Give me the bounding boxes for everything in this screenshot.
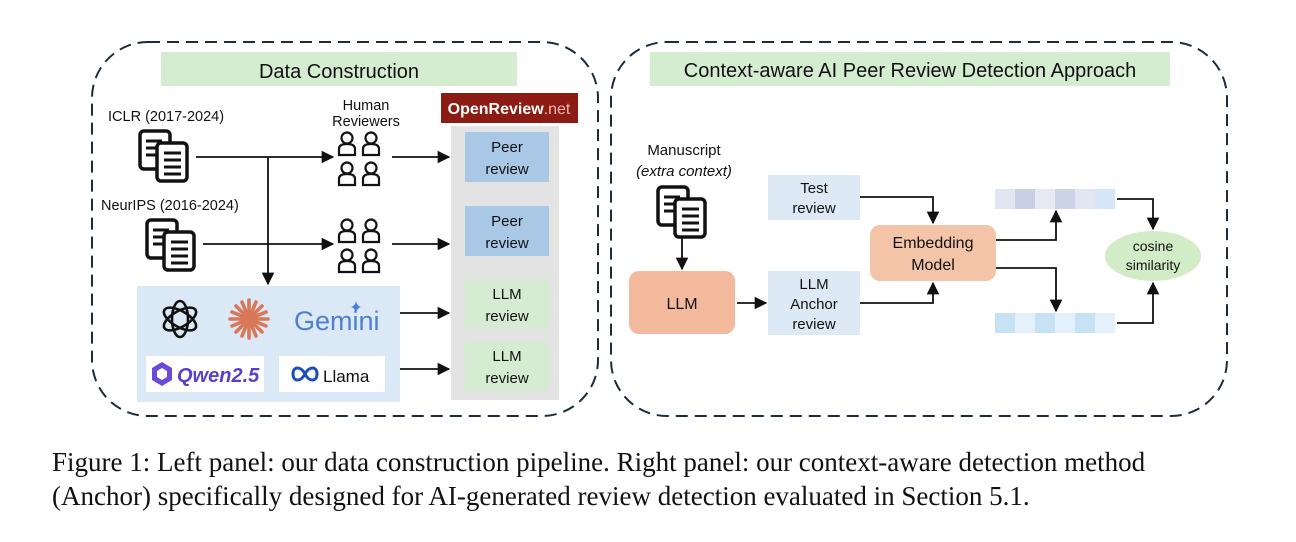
anchor-review-text-1: LLM xyxy=(799,276,828,293)
llm-review-box-1 xyxy=(465,279,549,329)
anchor-review-box xyxy=(768,271,860,335)
qwen-logo: Qwen2.5 xyxy=(177,365,260,387)
openreview-logo: OpenReview.net xyxy=(448,101,571,118)
embedding-model-box xyxy=(870,225,996,281)
peer-review-text-1b: review xyxy=(485,161,529,178)
openai-logo xyxy=(162,299,198,339)
meta-logo-bg xyxy=(279,356,385,392)
embedding-vector-2 xyxy=(995,313,1115,333)
arrow-embedding-to-vector-1 xyxy=(996,209,1063,241)
human-reviewers-label-1: Human xyxy=(343,98,390,114)
cosine-similarity-ellipse xyxy=(1105,231,1201,281)
right-panel-title-bg xyxy=(650,52,1170,86)
llm-review-text-2a: LLM xyxy=(492,348,521,365)
source-label-neurips: NeurIPS (2016-2024) xyxy=(101,198,239,214)
left-panel-title: Data Construction xyxy=(259,61,419,83)
llm-review-text-2b: review xyxy=(485,370,529,387)
left-panel-border xyxy=(91,41,599,417)
embedding-model-text-1: Embedding xyxy=(893,235,974,252)
meta-logo: Llama xyxy=(323,367,370,386)
manuscript-label: Manuscript xyxy=(647,142,721,159)
cosine-similarity-text-1: cosine xyxy=(1133,238,1174,254)
cosine-similarity-text-2: similarity xyxy=(1126,257,1180,273)
peer-review-text-2b: review xyxy=(485,235,529,252)
openreview-logo-suffix: .net xyxy=(544,101,571,118)
right-panel-border xyxy=(610,41,1228,417)
human-reviewers-label-2: Reviewers xyxy=(332,114,400,130)
llm-review-text-1a: LLM xyxy=(492,286,521,303)
gemini-logo: Gemini xyxy=(294,306,380,336)
gemini-star-icon xyxy=(351,301,361,313)
test-review-box xyxy=(768,175,860,220)
claude-logo xyxy=(228,298,270,340)
document-icon-manuscript xyxy=(656,185,707,239)
arrow-vector-2-to-cosine xyxy=(1117,281,1160,324)
caption-line-1: Figure 1: Left panel: our data construct… xyxy=(52,447,1146,477)
document-icon-neurips xyxy=(145,218,196,272)
meta-infinity-icon xyxy=(291,366,319,382)
llm-box xyxy=(629,271,735,334)
embedding-vector-1 xyxy=(995,189,1115,209)
peer-review-box-1 xyxy=(465,132,549,182)
figure-caption: Figure 1: Left panel: our data construct… xyxy=(52,445,1282,513)
human-reviewers-icon-1 xyxy=(339,133,379,186)
llm-box-label: LLM xyxy=(666,296,697,313)
llm-review-box-2 xyxy=(465,341,549,391)
peer-review-text-1a: Peer xyxy=(491,139,523,156)
openreview-logo-bg xyxy=(441,93,578,123)
figure-diagram: Data Construction ICLR (2017-2024) NeurI… xyxy=(91,41,1228,417)
arrow-vector-1-to-cosine xyxy=(1117,198,1160,231)
anchor-review-text-3: review xyxy=(792,316,836,333)
document-icon-iclr xyxy=(138,129,189,183)
human-reviewers-icon-2 xyxy=(339,220,379,273)
test-review-text-2: review xyxy=(792,200,836,217)
embedding-model-text-2: Model xyxy=(911,257,955,274)
openreview-logo-main: OpenReview xyxy=(448,101,545,118)
manuscript-sublabel: (extra context) xyxy=(636,163,732,180)
anchor-review-text-2: Anchor xyxy=(790,296,838,313)
source-label-iclr: ICLR (2017-2024) xyxy=(108,109,224,125)
test-review-text-1: Test xyxy=(800,180,828,197)
peer-review-text-2a: Peer xyxy=(491,213,523,230)
caption-line-2: (Anchor) specifically designed for AI-ge… xyxy=(52,481,1030,511)
arrow-embedding-to-vector-2 xyxy=(996,267,1063,313)
peer-review-box-2 xyxy=(465,206,549,256)
left-panel-title-bg xyxy=(161,52,517,86)
llm-review-text-1b: review xyxy=(485,308,529,325)
qwen-icon-inner xyxy=(157,368,167,380)
right-panel-title: Context-aware AI Peer Review Detection A… xyxy=(684,60,1136,82)
arrow-anchor-to-embedding xyxy=(860,281,940,304)
arrow-test-to-embedding xyxy=(860,196,940,225)
